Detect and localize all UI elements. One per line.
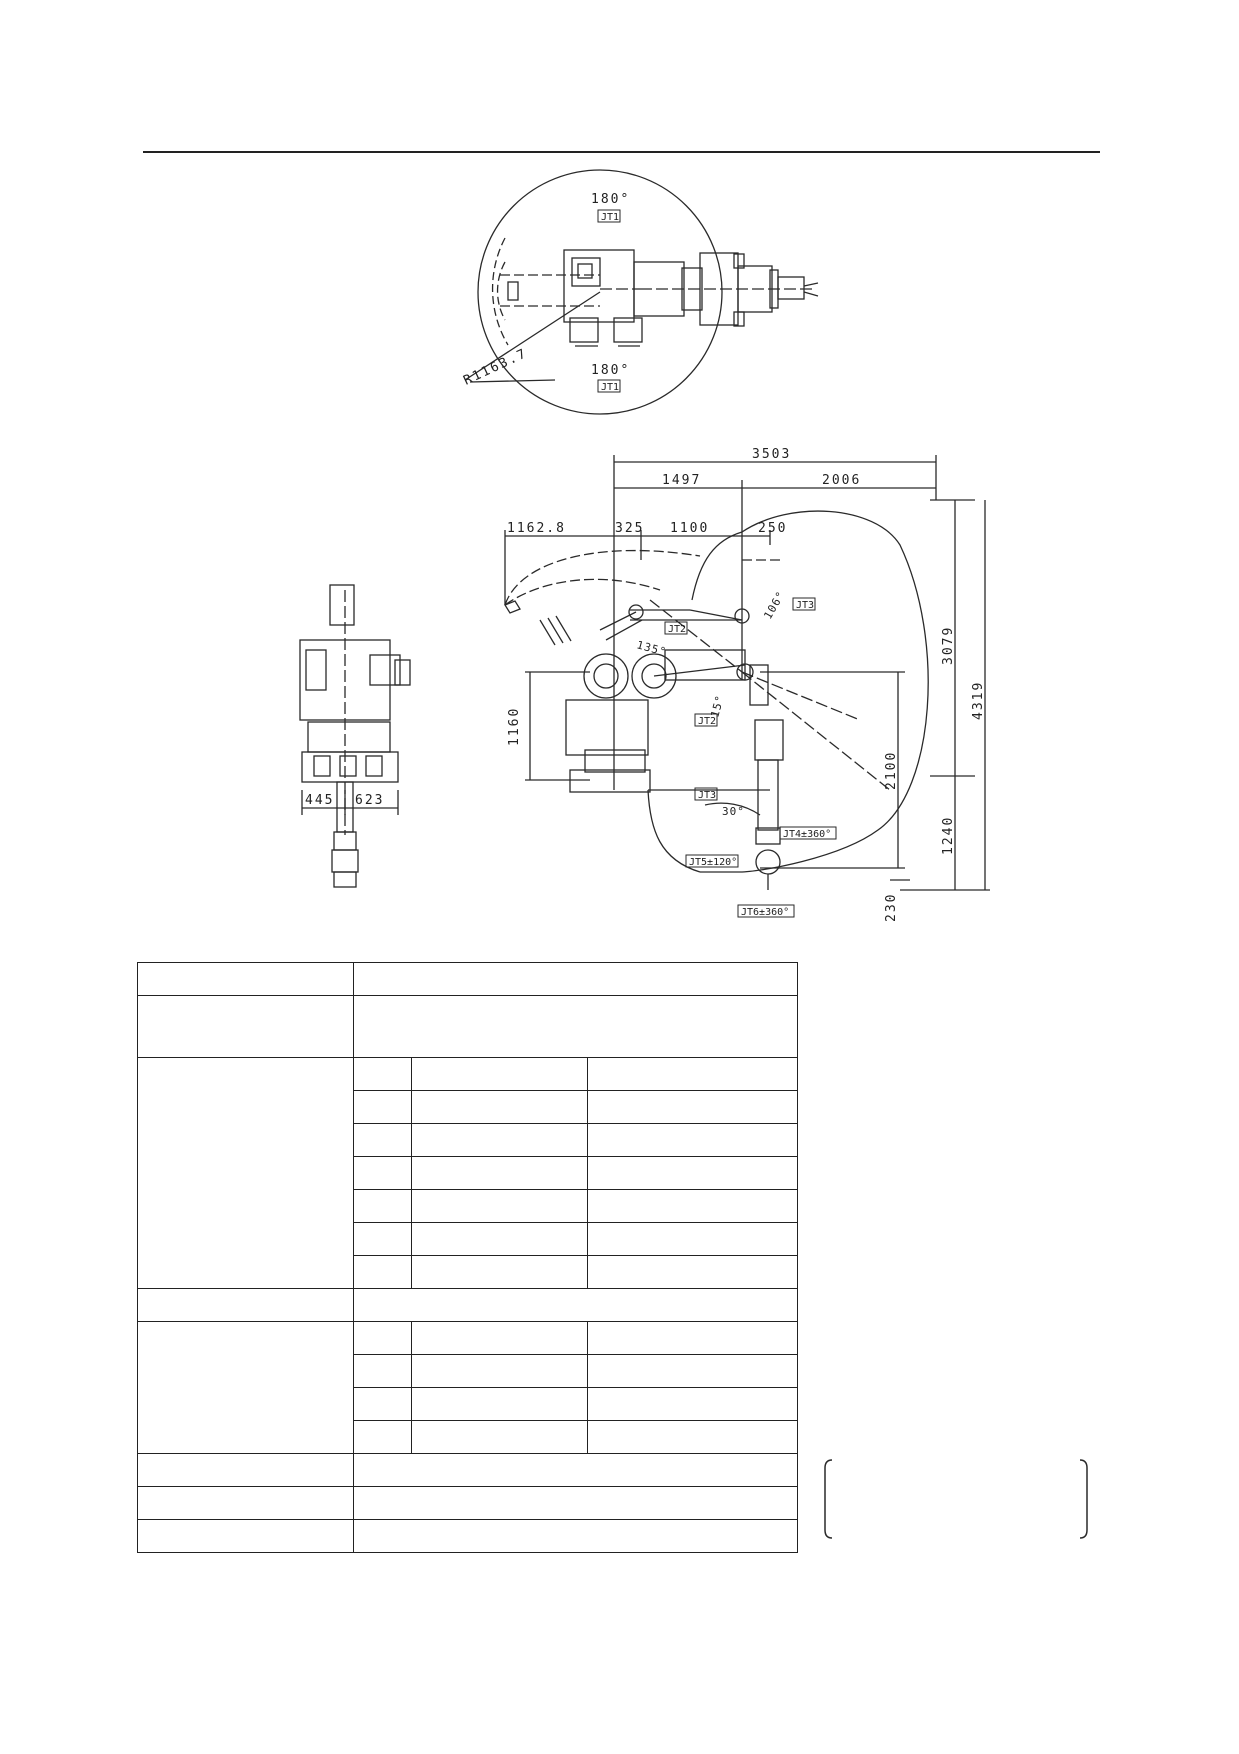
table-cell: [353, 1189, 412, 1223]
dim-1160: 1160: [507, 707, 522, 746]
table-cell: [411, 1156, 588, 1190]
jt3-label-a: JT3: [796, 600, 814, 611]
table-cell: [353, 1387, 412, 1421]
side-view: [504, 455, 990, 918]
table-cell: [586, 1057, 799, 1091]
jt4-label: JT4±360°: [783, 829, 831, 840]
table-cell: [353, 1222, 412, 1256]
angle-15: 15°: [708, 693, 726, 718]
table-cell: [353, 1090, 412, 1124]
table-row: [137, 1321, 799, 1454]
jt3-label-b: JT3: [698, 790, 716, 801]
dim-1240: 1240: [941, 816, 956, 855]
dim-4319: 4319: [971, 681, 986, 720]
top-view: [464, 169, 819, 415]
jt1-angle-bottom: 180°: [591, 363, 630, 378]
table-cell: [353, 1123, 412, 1157]
table-cell: [411, 1321, 588, 1355]
dim-445: 445: [305, 793, 334, 808]
robot-drawing: 180° JT1 180° JT1 R1163.7: [299, 169, 990, 922]
table-row: [138, 1354, 799, 1388]
table-cell: [353, 1057, 412, 1091]
table-cell: [586, 1354, 799, 1388]
table-row: [138, 1189, 799, 1223]
jt6-label: JT6±360°: [741, 907, 789, 918]
radius-label: R1163.7: [461, 346, 530, 389]
dim-623: 623: [355, 793, 384, 808]
table-cell: [137, 962, 354, 996]
spec-table: [137, 962, 799, 1553]
table-cell: [411, 1057, 588, 1091]
table-cell: [353, 1354, 412, 1388]
table-row: [137, 962, 799, 996]
table-cell: [353, 1156, 412, 1190]
table-row: [137, 1288, 799, 1322]
table-cell: [586, 1156, 799, 1190]
table-row: [138, 1420, 799, 1454]
table-cell: [411, 1354, 588, 1388]
table-row: [137, 1453, 799, 1487]
table-cell: [137, 1288, 354, 1322]
table-cell: [137, 1453, 354, 1487]
jt1-label-top: JT1: [601, 212, 619, 223]
dim-2006: 2006: [822, 473, 861, 488]
table-cell: [586, 1255, 799, 1289]
dim-325: 325: [615, 521, 644, 536]
note-bracket-box: [824, 1459, 1088, 1539]
table-cell: [411, 1255, 588, 1289]
dim-2100: 2100: [884, 751, 899, 790]
angle-106: 106°: [761, 589, 788, 622]
table-cell: [586, 1123, 799, 1157]
table-cell: [411, 1090, 588, 1124]
table-cell: [411, 1189, 588, 1223]
dim-total: 3503: [752, 447, 791, 462]
dim-3079: 3079: [941, 626, 956, 665]
table-cell: [411, 1387, 588, 1421]
table-cell: [352, 962, 799, 996]
dim-230: 230: [884, 893, 899, 922]
jt5-label: JT5±120°: [689, 857, 737, 868]
table-cell: [586, 1387, 799, 1421]
table-cell: [586, 1321, 799, 1355]
table-cell: [411, 1123, 588, 1157]
front-view: [299, 584, 411, 888]
jt2-label-b: JT2: [698, 716, 716, 727]
table-cell: [353, 1321, 412, 1355]
table-cell: [137, 1519, 354, 1553]
table-row: [138, 1090, 799, 1124]
table-cell: [137, 1486, 354, 1520]
table-cell: [137, 995, 354, 1058]
table-cell: [586, 1222, 799, 1256]
jt1-label-bottom: JT1: [601, 382, 619, 393]
table-row: [137, 1519, 799, 1553]
table-cell: [353, 1255, 412, 1289]
dim-1497: 1497: [662, 473, 701, 488]
table-cell: [352, 1288, 799, 1322]
table-cell: [352, 1486, 799, 1520]
table-row: [137, 1486, 799, 1520]
table-cell: [352, 1519, 799, 1553]
table-cell: [586, 1090, 799, 1124]
table-cell: [411, 1222, 588, 1256]
dim-250: 250: [758, 521, 787, 536]
table-cell: [353, 1420, 412, 1454]
table-cell: [137, 1321, 354, 1454]
angle-135: 135°: [635, 638, 668, 658]
jt2-label-a: JT2: [668, 624, 686, 635]
angle-30: 30°: [722, 805, 745, 818]
top-rule: [143, 151, 1100, 153]
table-cell: [352, 995, 799, 1058]
jt1-angle-top: 180°: [591, 192, 630, 207]
table-row: [137, 995, 799, 1058]
table-cell: [352, 1453, 799, 1487]
table-cell: [137, 1057, 354, 1289]
dim-1100: 1100: [670, 521, 709, 536]
table-row: [137, 1057, 799, 1289]
table-cell: [586, 1189, 799, 1223]
table-cell: [411, 1420, 588, 1454]
table-cell: [586, 1420, 799, 1454]
dim-1162: 1162.8: [507, 521, 566, 536]
